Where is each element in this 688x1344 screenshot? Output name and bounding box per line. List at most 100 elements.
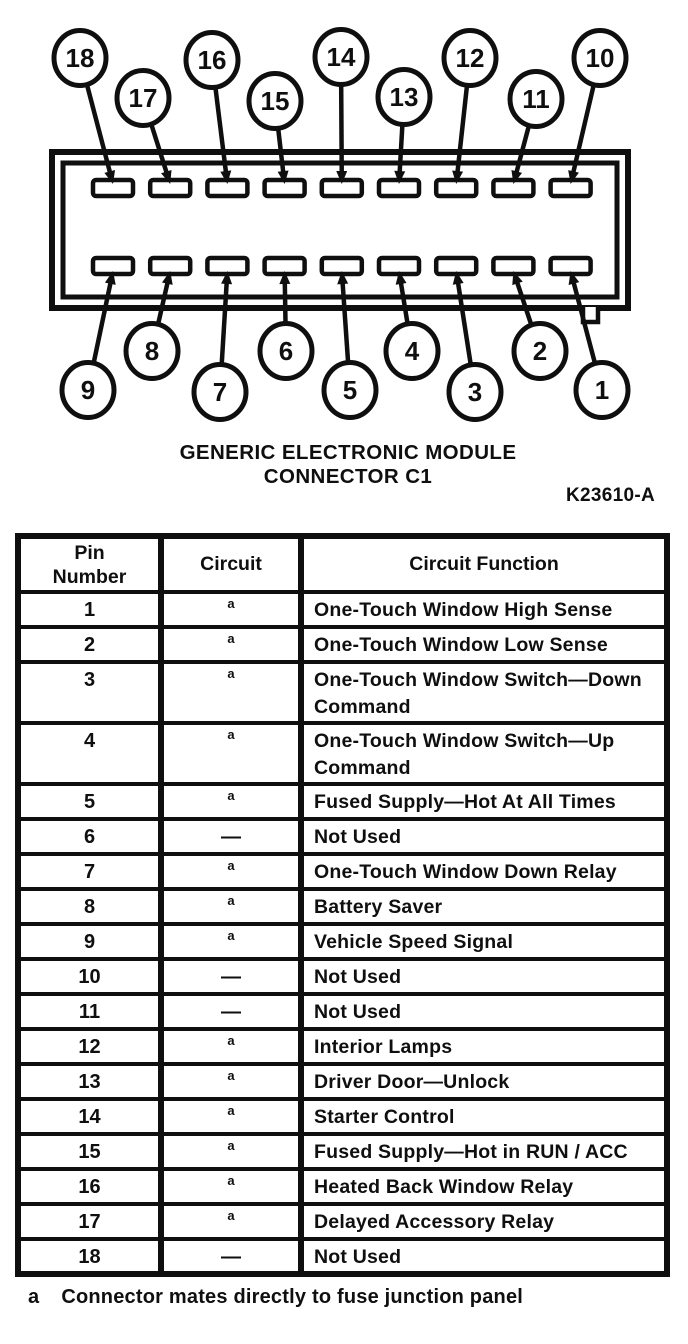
arrowhead <box>568 271 580 285</box>
callout-number: 2 <box>533 336 547 366</box>
callout-circle <box>246 71 304 131</box>
circuit-function-cell: Not Used <box>298 1237 670 1276</box>
table-row: 9 a Vehicle Speed Signal <box>15 922 670 961</box>
arrowhead <box>394 170 406 184</box>
leader-line <box>85 85 113 176</box>
pin-number-cell: 7 <box>15 852 164 891</box>
circuit-header: Circuit <box>158 534 304 594</box>
not-used-dash: — <box>221 1001 241 1023</box>
footnote-ref-a: a <box>227 788 235 803</box>
callout-number: 8 <box>145 336 159 366</box>
footnote-ref-a: a <box>227 893 235 908</box>
footnote-ref-a: a <box>227 596 235 611</box>
arrowhead <box>511 170 523 184</box>
circuit-cell: a <box>158 625 304 664</box>
callout-number: 6 <box>279 336 293 366</box>
footnote-ref-a: a <box>227 1173 235 1188</box>
callout-number: 11 <box>522 84 550 114</box>
circuit-function-cell: Driver Door—Unlock <box>298 1062 670 1101</box>
pin-number-header: Pin Number <box>52 541 127 588</box>
footnote-ref-a: a <box>227 727 235 742</box>
callout-number: 13 <box>390 82 419 112</box>
callout-circle <box>257 321 315 381</box>
leader-line <box>213 88 229 176</box>
circuit-cell: a <box>158 1062 304 1101</box>
callout-number: 3 <box>468 377 482 407</box>
callout-number: 1 <box>595 375 609 405</box>
leader-line <box>570 279 597 363</box>
callout-circle <box>383 321 441 381</box>
callout-circle <box>51 28 109 88</box>
diagram-caption-line1: GENERIC ELECTRONIC MODULE <box>180 441 517 464</box>
pin-number-cell: 4 <box>15 721 164 786</box>
callout-circle <box>312 27 370 87</box>
leader-line <box>338 86 344 176</box>
circuit-cell: — <box>158 957 304 996</box>
leader-line <box>514 278 533 324</box>
pin-number-cell: 1 <box>15 590 164 629</box>
callout-number: 14 <box>327 42 356 72</box>
callout-circle <box>191 362 249 422</box>
circuit-cell: — <box>158 992 304 1031</box>
circuit-cell: a <box>158 852 304 891</box>
callout-circle <box>114 68 172 128</box>
callout-number: 18 <box>66 43 95 73</box>
leader-line <box>455 279 473 364</box>
callout-circle <box>183 30 241 90</box>
arrowhead <box>336 170 348 184</box>
pin-number-cell: 2 <box>15 625 164 664</box>
leader-line <box>282 279 288 322</box>
circuit-cell: — <box>158 817 304 856</box>
callout-number: 4 <box>405 336 420 366</box>
circuit-function-cell: One-Touch Window Switch—Down Command <box>298 660 670 725</box>
callout-circle <box>441 28 499 88</box>
circuit-function-cell: Heated Back Window Relay <box>298 1167 670 1206</box>
circuit-cell: a <box>158 782 304 821</box>
callout-circle <box>511 321 569 381</box>
leader-line <box>276 130 286 176</box>
footnote-ref-a: a <box>227 666 235 681</box>
circuit-cell: a <box>158 590 304 629</box>
circuit-function-cell: Not Used <box>298 992 670 1031</box>
circuit-cell: a <box>158 1027 304 1066</box>
pin-number-cell: 14 <box>15 1097 164 1136</box>
footnote-ref-a: a <box>227 928 235 943</box>
pin-number-cell: 5 <box>15 782 164 821</box>
circuit-function-header: Circuit Function <box>298 534 670 594</box>
arrowhead <box>568 170 579 184</box>
callout-number: 9 <box>81 375 95 405</box>
callout-number: 12 <box>456 43 485 73</box>
table-row: 18—Not Used <box>15 1237 670 1276</box>
callout-circle <box>507 69 565 129</box>
arrowhead <box>277 170 289 184</box>
circuit-cell: a <box>158 1097 304 1136</box>
arrowhead <box>161 271 173 285</box>
arrowhead <box>337 271 349 285</box>
pin-number-cell: 8 <box>15 887 164 926</box>
callout-number: 17 <box>129 83 158 113</box>
callout-circle <box>321 360 379 420</box>
circuit-function-cell: One-Touch Window Down Relay <box>298 852 670 891</box>
circuit-function-cell: Vehicle Speed Signal <box>298 922 670 961</box>
pin-number-cell: 9 <box>15 922 164 961</box>
callout-circle <box>59 360 117 420</box>
table-row: 11—Not Used <box>15 992 670 1031</box>
arrowhead <box>395 271 407 285</box>
callout-number: 16 <box>198 45 227 75</box>
diagram-caption-line2: CONNECTOR C1 <box>264 465 432 488</box>
footnote-ref-a: a <box>227 1068 235 1083</box>
pin-number-cell: 18 <box>15 1237 164 1276</box>
circuit-cell: a <box>158 721 304 786</box>
